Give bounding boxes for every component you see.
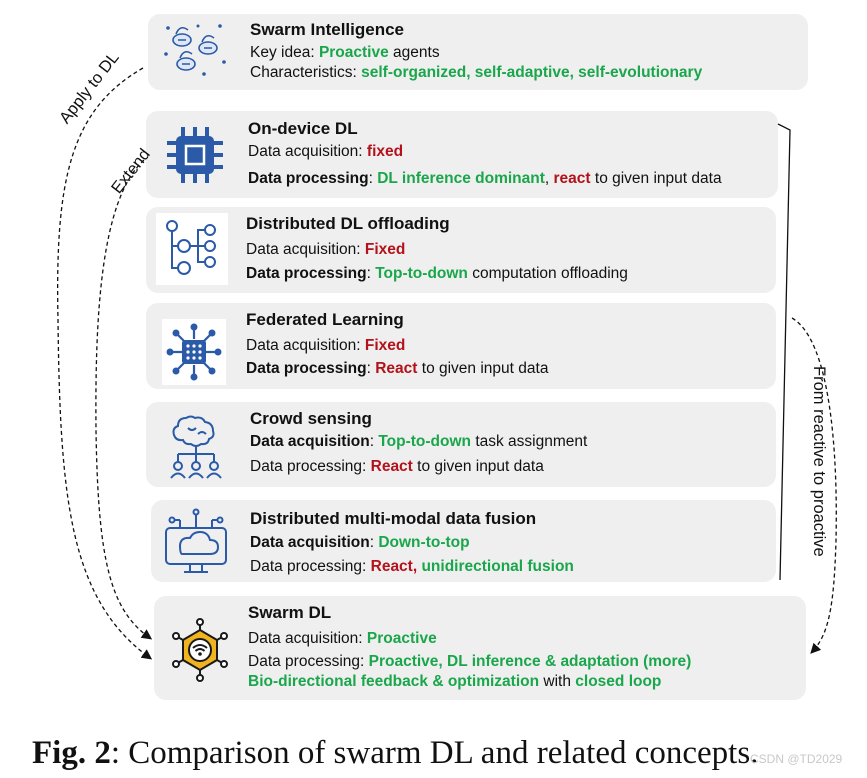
label: Data processing bbox=[246, 360, 367, 377]
fusion-data-processing: Data processing: React, unidirectional f… bbox=[250, 558, 574, 576]
value: Top-to-down bbox=[375, 265, 468, 282]
value: Fixed bbox=[364, 241, 406, 258]
extend-arrow bbox=[95, 159, 153, 640]
cloud-monitor-icon bbox=[165, 508, 227, 573]
value: Proactive bbox=[366, 630, 437, 647]
data-fusion-box bbox=[151, 500, 776, 582]
swarm-intelligence-title: Swarm Intelligence bbox=[250, 20, 404, 39]
label: Data acquisition bbox=[250, 534, 370, 551]
bees-icon bbox=[164, 24, 226, 76]
value: self-organized, self-adaptive, self-evol… bbox=[361, 64, 703, 81]
reactive-to-proactive-arrow bbox=[791, 317, 837, 654]
label: Data acquisition bbox=[250, 433, 370, 450]
federated-chip-icon bbox=[166, 323, 222, 381]
value: Fixed bbox=[364, 337, 406, 354]
swarm-dl-box bbox=[154, 596, 806, 700]
label: Data acquisition: bbox=[248, 630, 367, 647]
suffix: task assignment bbox=[471, 433, 588, 450]
sep: : bbox=[366, 360, 376, 377]
value: Proactive, DL inference & adaptation (mo… bbox=[368, 653, 692, 670]
distributed-offloading-data-acquisition: Data acquisition: Fixed bbox=[246, 241, 405, 259]
value: Proactive bbox=[318, 44, 389, 61]
swarm-intelligence-box bbox=[148, 14, 808, 90]
label: Characteristics: bbox=[250, 64, 362, 81]
swarm-dl-data-acquisition: Data acquisition: Proactive bbox=[248, 630, 437, 648]
suffix: to given input data bbox=[412, 458, 544, 475]
label: Data processing: bbox=[250, 458, 371, 475]
suffix: agents bbox=[388, 44, 440, 61]
swarm-dl-data-processing: Data processing: Proactive, DL inference… bbox=[248, 653, 691, 671]
swarm-hexagon-icon bbox=[172, 618, 228, 682]
label: Key idea: bbox=[250, 44, 319, 61]
value: Top-to-down bbox=[378, 433, 472, 450]
label: Data acquisition: bbox=[248, 143, 367, 160]
on-device-data-acquisition: Data acquisition: fixed bbox=[248, 143, 403, 161]
watermark: CSDN @TD2029 bbox=[750, 752, 843, 766]
on-device-dl-box bbox=[146, 111, 778, 198]
label: Data processing: bbox=[250, 558, 371, 575]
apply-to-dl-arrow bbox=[57, 67, 153, 660]
distributed-offloading-title: Distributed DL offloading bbox=[246, 214, 450, 233]
fusion-data-acquisition: Data acquisition: Down-to-top bbox=[250, 534, 470, 552]
swarm-intelligence-characteristics: Characteristics: self-organized, self-ad… bbox=[250, 64, 702, 82]
swarm-intelligence-key-idea: Key idea: Proactive agents bbox=[250, 44, 440, 62]
value: DL inference dominant bbox=[377, 170, 545, 187]
value: react bbox=[553, 170, 591, 187]
federated-learning-box bbox=[146, 303, 776, 389]
reactive-to-proactive-label: From reactive to proactive bbox=[810, 366, 828, 557]
sep: : bbox=[369, 433, 379, 450]
sep: : bbox=[366, 265, 376, 282]
value: React, bbox=[370, 558, 422, 575]
federated-data-processing: Data processing: React to given input da… bbox=[246, 360, 548, 378]
label: Data processing bbox=[246, 265, 367, 282]
sep: : bbox=[368, 170, 378, 187]
crowd-data-acquisition: Data acquisition: Top-to-down task assig… bbox=[250, 433, 587, 451]
distributed-offloading-box bbox=[146, 207, 776, 293]
value: Down-to-top bbox=[378, 534, 470, 551]
value: React bbox=[370, 458, 413, 475]
crowd-sensing-box bbox=[146, 402, 776, 487]
suffix: to given input data bbox=[417, 360, 549, 377]
value: fixed bbox=[366, 143, 404, 160]
sep: , bbox=[544, 170, 554, 187]
on-device-dl-title: On-device DL bbox=[248, 119, 358, 138]
tree-network-icon bbox=[166, 220, 216, 275]
value: React bbox=[375, 360, 418, 377]
swarm-dl-feedback: Bio-directional feedback & optimization … bbox=[248, 673, 661, 691]
label: Data processing: bbox=[248, 653, 369, 670]
on-device-data-processing: Data processing: DL inference dominant, … bbox=[248, 170, 722, 188]
crowd-brain-icon bbox=[170, 415, 222, 479]
value: unidirectional fusion bbox=[421, 558, 574, 575]
sep: : bbox=[369, 534, 379, 551]
chip-icon bbox=[167, 127, 223, 183]
caption-text: : Comparison of swarm DL and related con… bbox=[110, 735, 759, 771]
figure-caption: Fig. 2: Comparison of swarm DL and relat… bbox=[32, 735, 758, 772]
crowd-sensing-title: Crowd sensing bbox=[250, 409, 372, 428]
bracket-line bbox=[777, 123, 791, 581]
value: Bio-directional feedback & optimization bbox=[248, 673, 540, 690]
suffix: computation offloading bbox=[467, 265, 628, 282]
value: closed loop bbox=[575, 673, 662, 690]
crowd-data-processing: Data processing: React to given input da… bbox=[250, 458, 544, 476]
label: Data acquisition: bbox=[246, 337, 365, 354]
figure-number: Fig. 2 bbox=[32, 735, 111, 771]
distributed-offloading-data-processing: Data processing: Top-to-down computation… bbox=[246, 265, 628, 283]
federated-learning-title: Federated Learning bbox=[246, 310, 404, 329]
data-fusion-title: Distributed multi-modal data fusion bbox=[250, 509, 537, 528]
suffix: to given input data bbox=[590, 170, 722, 187]
label: Data acquisition: bbox=[246, 241, 365, 258]
conjunction: with bbox=[539, 673, 576, 690]
label: Data processing bbox=[248, 170, 369, 187]
federated-data-acquisition: Data acquisition: Fixed bbox=[246, 337, 405, 355]
swarm-dl-title: Swarm DL bbox=[248, 603, 332, 622]
